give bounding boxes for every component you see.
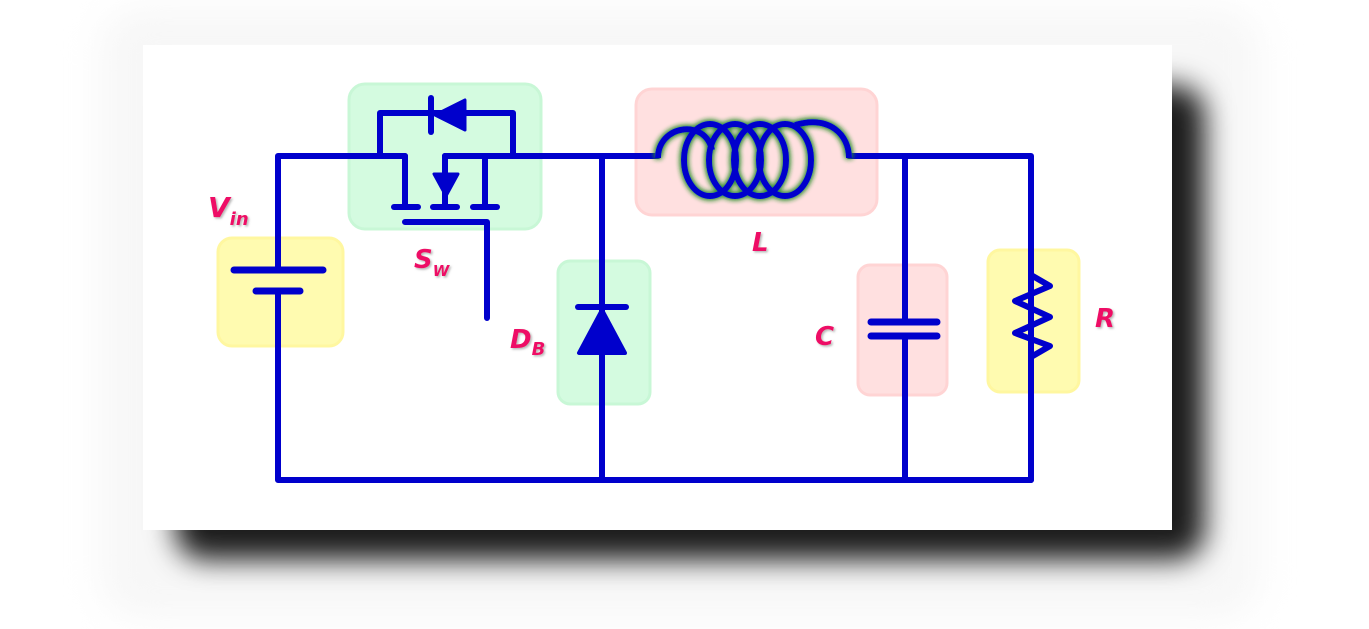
wire-output-top <box>846 153 1034 483</box>
capacitor-label: C <box>815 322 834 352</box>
highlight-boxes <box>216 82 1081 406</box>
switch-label: SW <box>414 245 451 280</box>
battery-icon <box>230 266 327 295</box>
diode-label: DB <box>510 325 545 360</box>
mosfet-arrow-icon <box>432 172 460 198</box>
resistor-label: R <box>1095 304 1115 334</box>
inductor-icon <box>655 119 852 199</box>
wire-vin-top <box>275 153 408 273</box>
vin-label: Vin <box>208 191 249 230</box>
wire-vin-bottom <box>275 289 1034 483</box>
inductor-label: L <box>752 228 769 258</box>
wire-gate <box>402 219 490 321</box>
body-diode-icon <box>428 95 467 135</box>
capacitor-icon <box>867 318 941 340</box>
diode-icon <box>575 304 629 355</box>
resistor-icon <box>1012 265 1053 367</box>
